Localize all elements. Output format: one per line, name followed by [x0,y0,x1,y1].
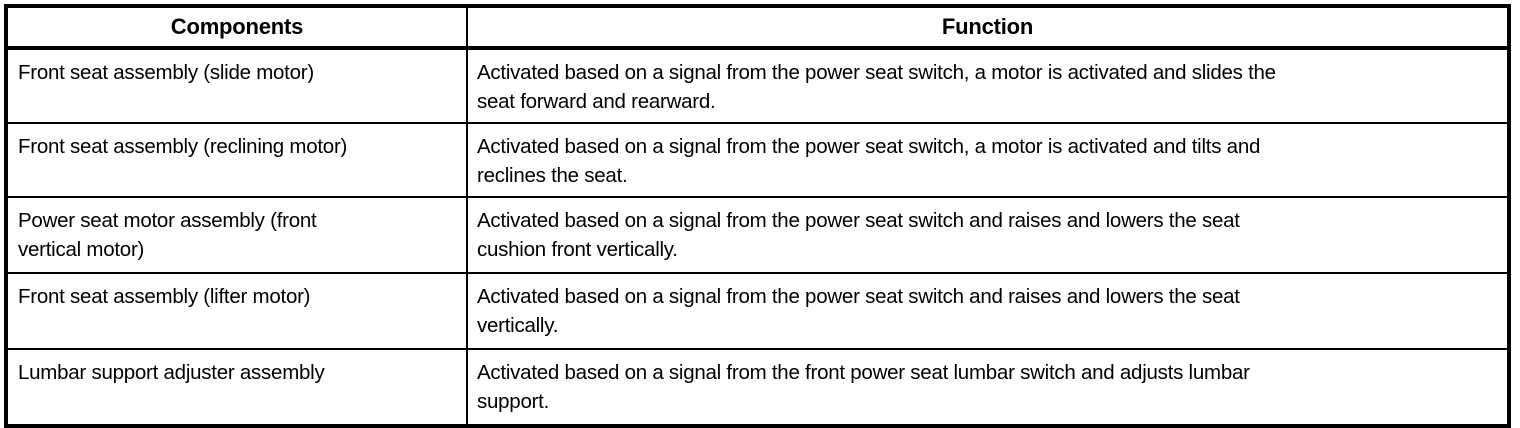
cell-function: Activated based on a signal from the pow… [466,196,1510,274]
column-header-function: Function [466,5,1510,50]
function-text: Activated based on a signal from the pow… [468,50,1507,122]
cell-component: Power seat motor assembly (front vertical… [5,196,468,274]
table-row: Power seat motor assembly (front vertical… [5,196,1510,274]
table-row: Front seat assembly (lifter motor) Activ… [5,272,1510,350]
component-label-line-2: vertical motor) [18,238,145,261]
function-text-line-1: Activated based on a signal from the fro… [477,361,1250,384]
cell-function: Activated based on a signal from the pow… [466,47,1510,124]
cell-function: Activated based on a signal from the pow… [466,122,1510,198]
cell-function: Activated based on a signal from the pow… [466,272,1510,350]
table-header-row: Components Function [5,5,1510,50]
function-text-line-1: Activated based on a signal from the pow… [477,209,1240,232]
power-seat-components-function-table: Components Function Front seat assembly … [4,4,1511,428]
component-label: Front seat assembly (slide motor) [18,61,314,84]
function-text-line-2: support. [477,390,550,413]
spec-table-container: Components Function Front seat assembly … [4,4,1511,428]
table-header: Components Function [5,5,1510,50]
component-label: Front seat assembly (reclining motor) [18,135,348,158]
function-text-line-2: vertically. [477,314,559,337]
column-header-components-label: Components [170,14,304,39]
table-row: Lumbar support adjuster assembly Activat… [5,348,1510,427]
function-text-line-2: reclines the seat. [477,164,628,187]
cell-component: Front seat assembly (reclining motor) [5,122,468,198]
component-label-line-1: Power seat motor assembly (front [18,209,317,232]
function-text: Activated based on a signal from the pow… [468,124,1507,196]
table-row: Front seat assembly (slide motor) Activa… [5,47,1510,124]
function-text-line-2: cushion front vertically. [477,238,678,261]
column-header-components: Components [5,5,468,50]
function-text-line-1: Activated based on a signal from the pow… [477,285,1240,308]
component-label: Front seat assembly (lifter motor) [18,285,311,308]
function-text-line-2: seat forward and rearward. [477,90,716,113]
function-text: Activated based on a signal from the fro… [468,350,1507,422]
component-label: Power seat motor assembly (front vertical… [8,198,466,270]
function-text: Activated based on a signal from the pow… [468,274,1507,346]
function-text-line-1: Activated based on a signal from the pow… [477,61,1276,84]
component-label: Lumbar support adjuster assembly [18,361,325,384]
column-header-function-label: Function [941,14,1034,39]
function-text-line-1: Activated based on a signal from the pow… [477,135,1261,158]
function-text: Activated based on a signal from the pow… [468,198,1507,270]
table-row: Front seat assembly (reclining motor) Ac… [5,122,1510,198]
cell-component: Lumbar support adjuster assembly [5,348,468,427]
cell-component: Front seat assembly (slide motor) [5,47,468,124]
cell-function: Activated based on a signal from the fro… [466,348,1510,427]
table-body: Front seat assembly (slide motor) Activa… [5,47,1510,427]
cell-component: Front seat assembly (lifter motor) [5,272,468,350]
